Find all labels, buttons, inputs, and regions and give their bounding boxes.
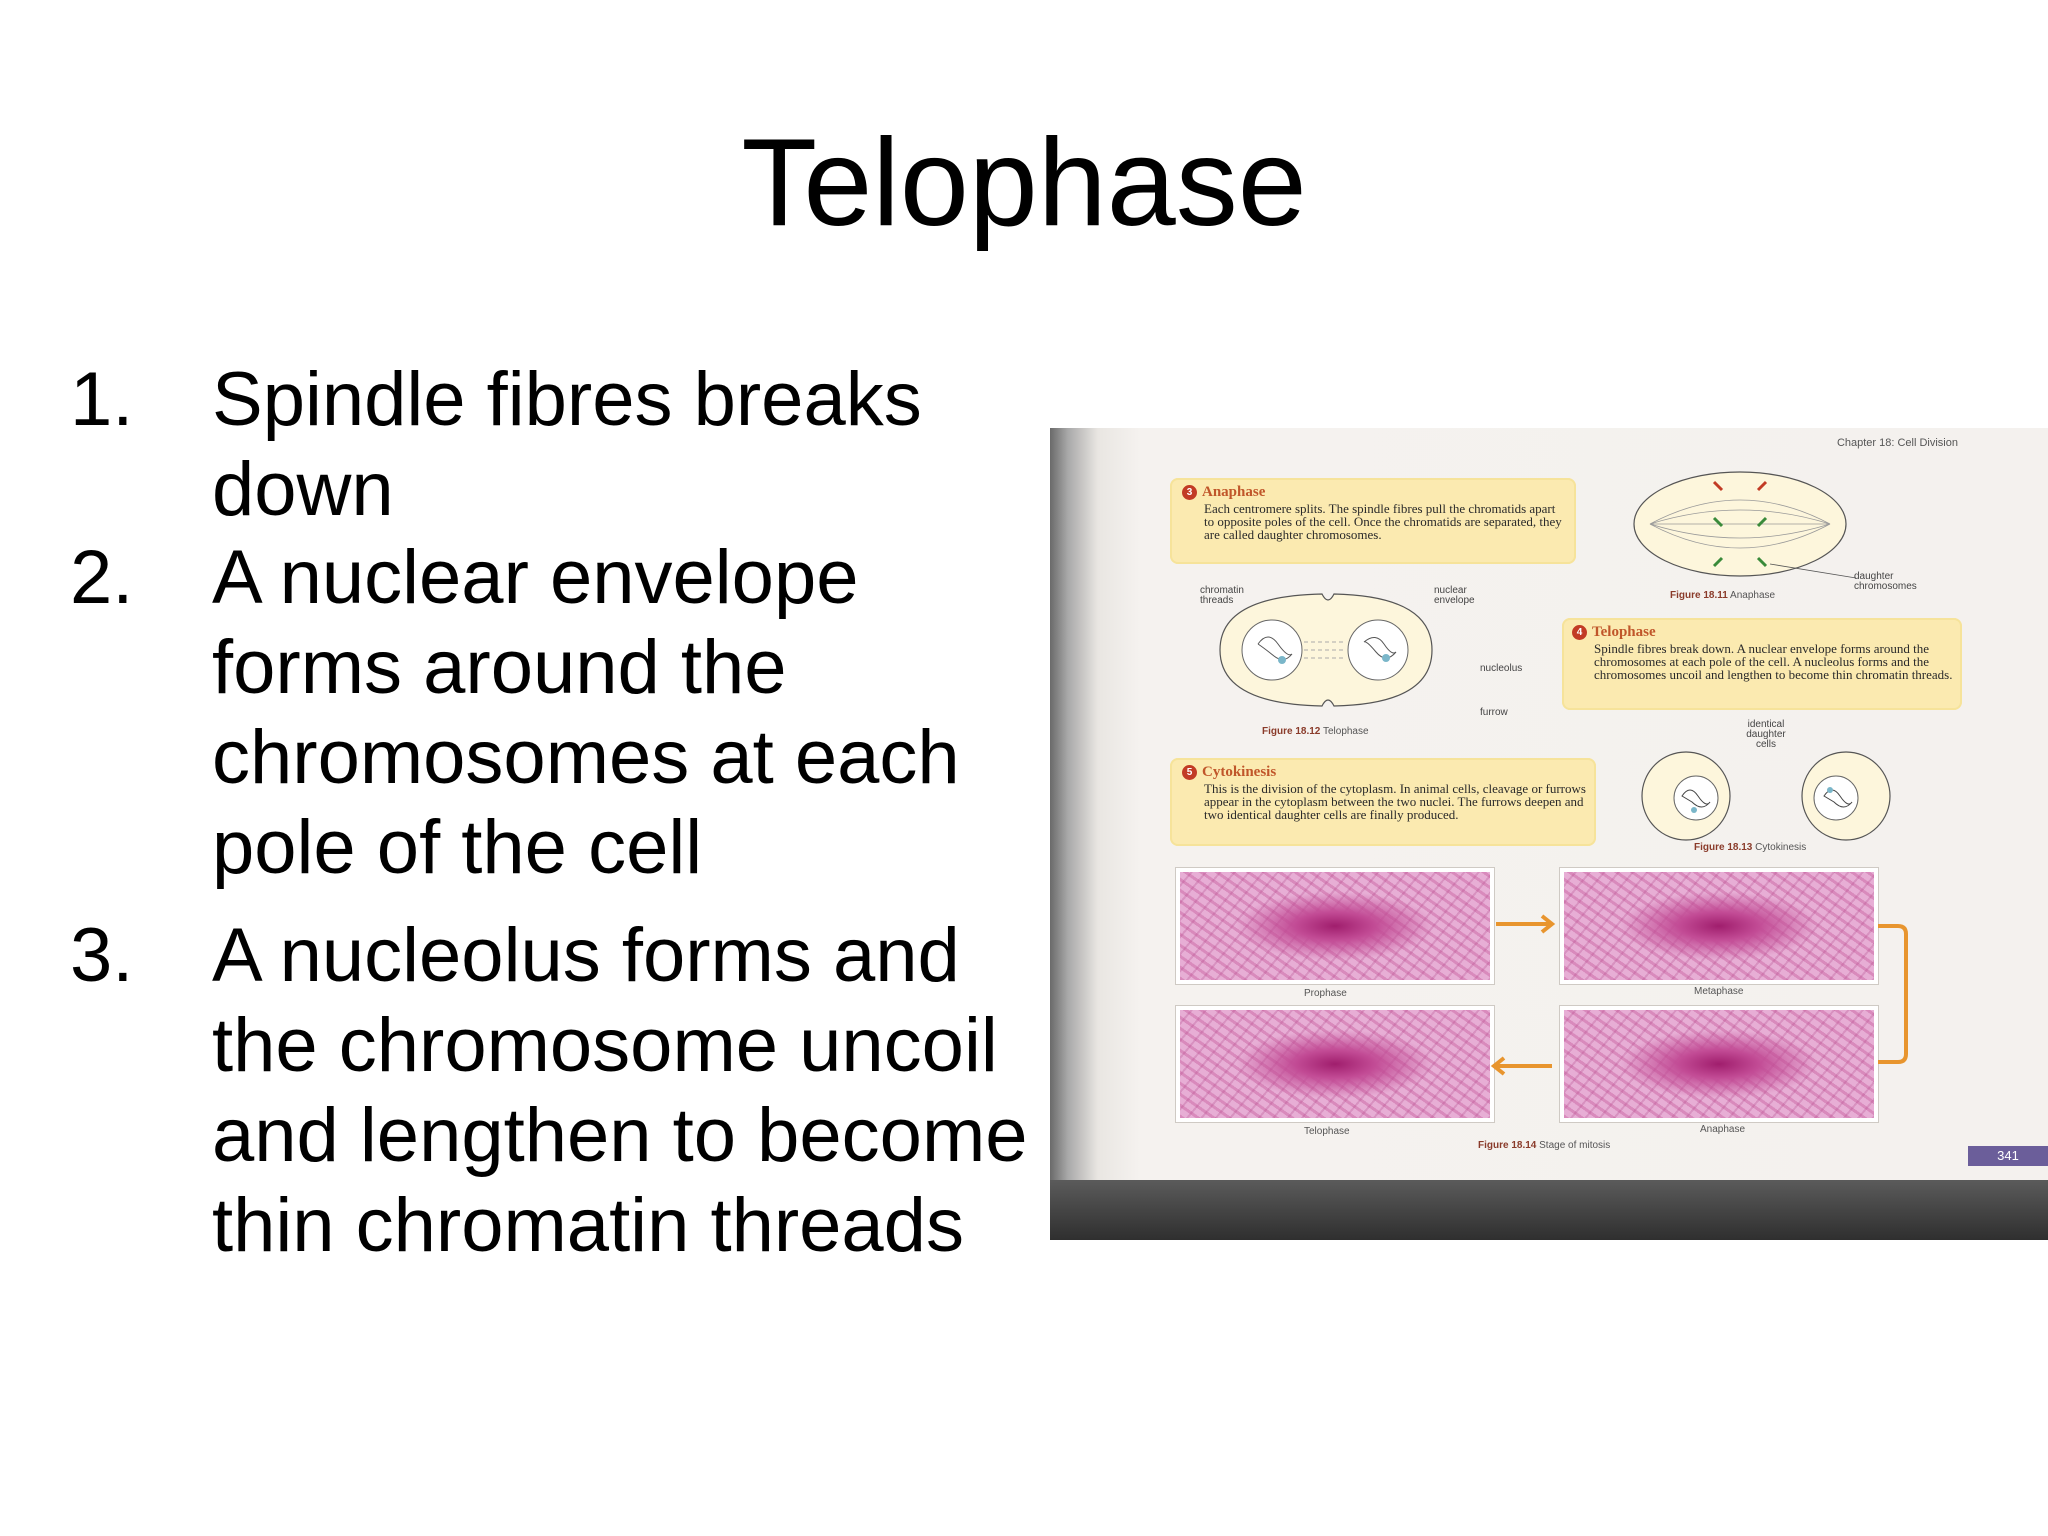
numbered-point-list: 1. Spindle fibres breaks down 2. A nucle… [70, 355, 1050, 1271]
page-number: 341 [1968, 1146, 2048, 1166]
step-badge: 3 [1182, 485, 1197, 500]
figure-18-13-caption: Figure 18.13 Cytokinesis [1694, 842, 1807, 853]
list-item-text: A nuclear envelope forms around the chro… [212, 535, 960, 890]
telophase-callout-title: Telophase [1592, 624, 1656, 640]
micrograph-label: Prophase [1304, 988, 1347, 999]
chapter-header: Chapter 18: Cell Division [1836, 437, 1958, 449]
telophase-body: Spindle fibres break down. A nuclear env… [1594, 641, 1953, 682]
list-item-number: 1. [70, 357, 134, 442]
list-item: 1. Spindle fibres breaks down [70, 355, 1050, 533]
page-shadow [1050, 1180, 2048, 1240]
list-item-number: 2. [70, 535, 134, 620]
chromatin-threads-label: chromatin threads [1200, 585, 1244, 606]
furrow-label: furrow [1480, 707, 1508, 718]
nucleolus-label: nucleolus [1480, 663, 1523, 674]
anaphase-callout: 3 Anaphase Each centromere splits. The sp… [1170, 478, 1576, 564]
figure-18-12-caption: Figure 18.12 Telophase [1262, 726, 1369, 737]
nuclear-envelope-label: nuclear envelope [1434, 585, 1475, 606]
cytokinesis-diagram [1641, 751, 1891, 841]
micrograph-telophase [1176, 1006, 1494, 1122]
identical-daughter-cells-label: identical daughter cells [1746, 719, 1786, 750]
telophase-diagram [1219, 593, 1433, 707]
micrograph-metaphase [1560, 868, 1878, 984]
cytokinesis-body: This is the division of the cytoplasm. I… [1204, 781, 1586, 822]
list-item-text: Spindle fibres breaks down [212, 357, 922, 532]
figure-18-11-caption: Figure 18.11 Anaphase [1670, 590, 1776, 601]
list-item-number: 3. [70, 913, 134, 998]
step-badge: 5 [1182, 765, 1197, 780]
micrograph-prophase [1176, 868, 1494, 984]
micrograph-label: Metaphase [1694, 986, 1744, 997]
micrograph-anaphase [1560, 1006, 1878, 1122]
telophase-callout: 4 Telophase Spindle fibres break down. A … [1562, 618, 1962, 710]
slide-title: Telophase [741, 114, 1307, 252]
cytokinesis-title: Cytokinesis [1202, 764, 1277, 780]
list-item-text: A nucleolus forms and the chromosome unc… [212, 913, 1028, 1268]
anaphase-body: Each centromere splits. The spindle fibr… [1204, 501, 1562, 542]
figure-18-14-caption: Figure 18.14 Stage of mitosis [1478, 1140, 1611, 1151]
anaphase-title: Anaphase [1202, 484, 1266, 500]
list-item: 2. A nuclear envelope forms around the c… [70, 533, 1050, 911]
list-item: 3. A nucleolus forms and the chromosome … [70, 911, 1050, 1271]
cytokinesis-callout: 5 Cytokinesis This is the division of the… [1170, 758, 1596, 846]
anaphase-diagram [1633, 471, 1857, 579]
micrograph-label: Anaphase [1700, 1124, 1746, 1135]
daughter-chromosomes-label: daughter chromosomes [1854, 571, 1917, 592]
micrograph-label: Telophase [1304, 1126, 1350, 1137]
step-badge: 4 [1572, 625, 1587, 640]
stage-arrows [1490, 914, 1908, 1076]
